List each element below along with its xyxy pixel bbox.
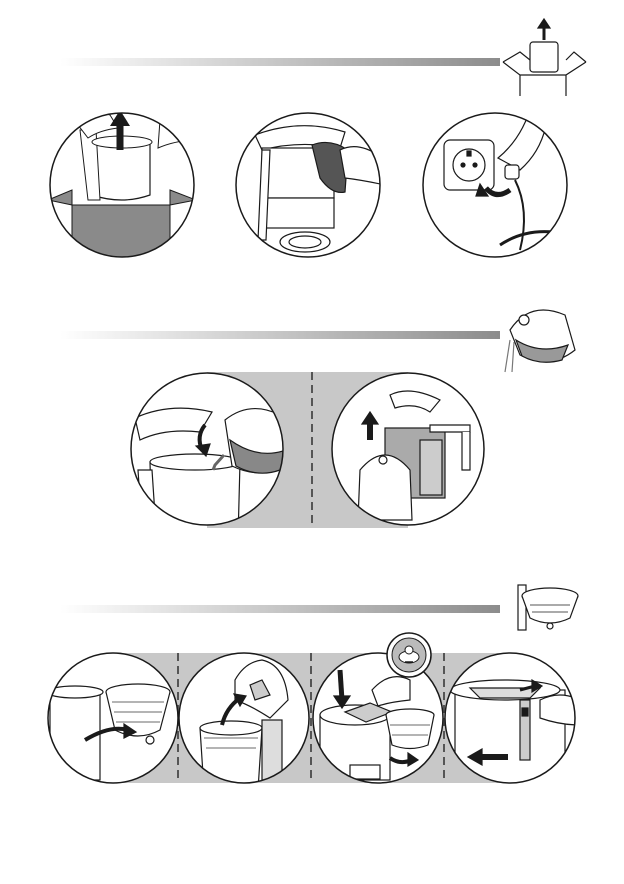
section-header-bar — [60, 331, 500, 339]
section-header-bar — [60, 58, 500, 66]
pour-jug-icon — [505, 310, 575, 372]
filter-holder-icon — [518, 585, 578, 630]
section-unpacking — [48, 19, 586, 260]
disc-zoom-icon — [387, 633, 431, 677]
section-filling — [60, 310, 575, 540]
step-lift-out — [48, 110, 198, 260]
box-unpack-icon — [503, 19, 586, 96]
step-remove-holder — [332, 373, 484, 525]
step-wipe — [236, 113, 385, 257]
section-filter — [47, 585, 580, 790]
step-plug-in — [423, 110, 570, 257]
section-header-bar — [60, 605, 500, 613]
step-swing-filter — [47, 653, 178, 783]
